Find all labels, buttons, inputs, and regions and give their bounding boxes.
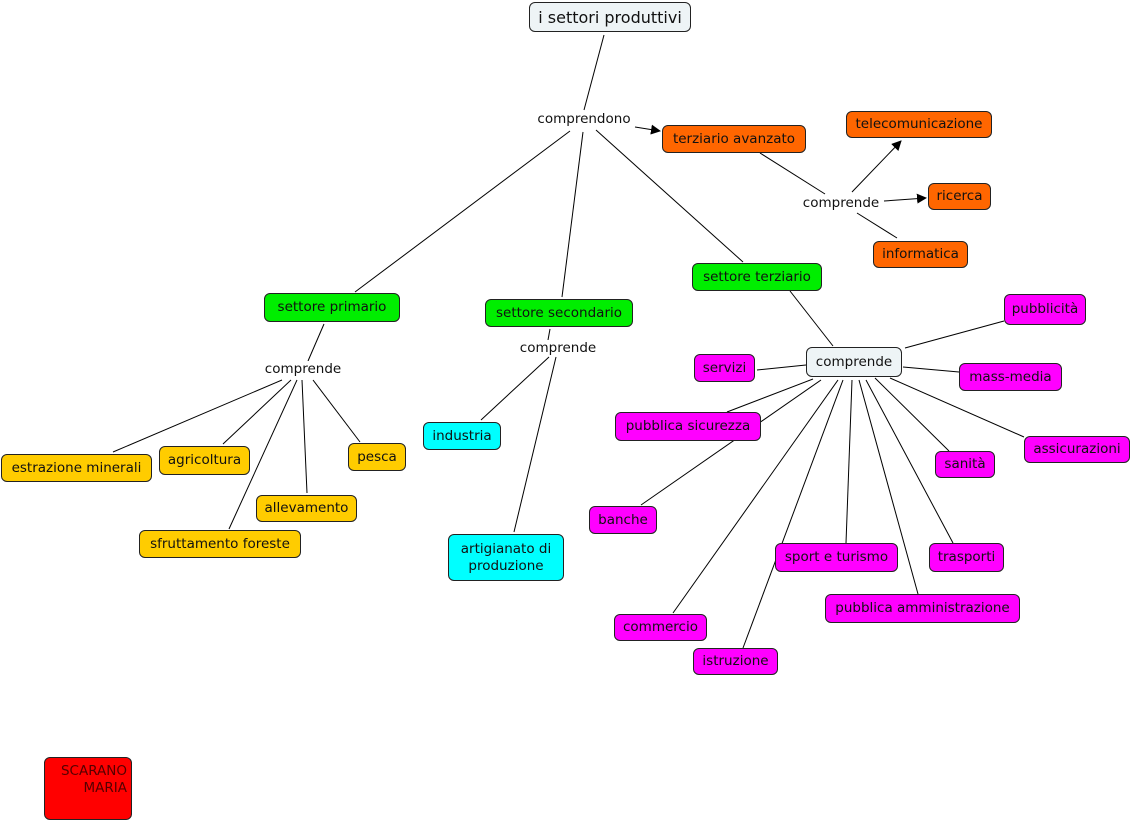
concept-industria[interactable]: industria xyxy=(423,422,501,450)
concept-root[interactable]: i settori produttivi xyxy=(529,2,691,32)
concept-trasporti[interactable]: trasporti xyxy=(929,543,1004,572)
link-line xyxy=(301,379,308,494)
concept-allevamento[interactable]: allevamento xyxy=(256,495,357,522)
link-label-comprende-avanzato: comprende xyxy=(800,195,882,211)
concept-commercio[interactable]: commercio xyxy=(614,614,707,641)
link-line xyxy=(874,377,950,452)
concept-settore-terziario[interactable]: settore terziario xyxy=(692,263,822,291)
link-line xyxy=(547,328,551,341)
concept-banche[interactable]: banche xyxy=(589,506,657,534)
link-line xyxy=(595,129,744,263)
link-line xyxy=(583,34,605,111)
concept-artigianato[interactable]: artigianato di produzione xyxy=(448,534,564,581)
concept-telecomunicazione[interactable]: telecomunicazione xyxy=(846,111,992,138)
link-line xyxy=(742,379,844,649)
arrow-link xyxy=(883,193,927,204)
concept-mass-media[interactable]: mass-media xyxy=(959,363,1062,391)
concept-settore-secondario[interactable]: settore secondario xyxy=(485,299,633,327)
link-line xyxy=(222,379,292,445)
link-label-comprendono: comprendono xyxy=(535,111,633,127)
link-label-comprende-secondario: comprende xyxy=(517,340,599,356)
link-line xyxy=(307,323,325,362)
concept-pubblica-sicurezza[interactable]: pubblica sicurezza xyxy=(615,412,761,441)
link-line xyxy=(640,379,822,506)
concept-author[interactable]: SCARANO MARIA xyxy=(44,757,132,820)
link-line xyxy=(858,379,919,595)
concept-sport-turismo[interactable]: sport e turismo xyxy=(775,543,898,572)
arrow-link xyxy=(851,140,902,193)
concept-agricoltura[interactable]: agricoltura xyxy=(159,446,250,475)
link-line xyxy=(756,364,807,371)
link-line xyxy=(865,379,954,544)
link-line xyxy=(513,356,557,533)
concept-sanita[interactable]: sanità xyxy=(935,451,995,478)
concept-terziario-avanzato[interactable]: terziario avanzato xyxy=(662,125,806,153)
link-line xyxy=(904,320,1005,349)
link-line xyxy=(480,356,550,421)
link-line xyxy=(856,212,898,239)
link-line xyxy=(726,378,814,413)
link-line xyxy=(672,379,839,614)
concept-sfruttamento-foreste[interactable]: sfruttamento foreste xyxy=(139,530,301,558)
link-line xyxy=(228,379,298,530)
concept-assicurazioni[interactable]: assicurazioni xyxy=(1024,436,1130,463)
concept-pubblica-amministrazione[interactable]: pubblica amministrazione xyxy=(825,594,1020,623)
link-line xyxy=(902,366,960,373)
link-line xyxy=(845,379,853,544)
concept-pubblicita[interactable]: pubblicità xyxy=(1004,294,1086,325)
concept-estrazione-minerali[interactable]: estrazione minerali xyxy=(1,454,152,482)
concept-informatica[interactable]: informatica xyxy=(873,241,968,268)
concept-ricerca[interactable]: ricerca xyxy=(928,183,991,210)
link-line xyxy=(889,377,1025,438)
concept-settore-primario[interactable]: settore primario xyxy=(264,293,400,322)
concept-comprende-terziario[interactable]: comprende xyxy=(806,347,902,377)
arrow-link xyxy=(634,124,661,135)
link-label-comprende-primario: comprende xyxy=(262,361,344,377)
link-line xyxy=(354,130,571,293)
concept-istruzione[interactable]: istruzione xyxy=(693,648,778,675)
link-line xyxy=(112,379,283,453)
link-line xyxy=(312,379,361,443)
concept-pesca[interactable]: pesca xyxy=(348,443,406,471)
link-line xyxy=(759,152,826,195)
concept-servizi[interactable]: servizi xyxy=(694,354,755,382)
link-line xyxy=(561,131,584,298)
link-line xyxy=(789,290,834,347)
